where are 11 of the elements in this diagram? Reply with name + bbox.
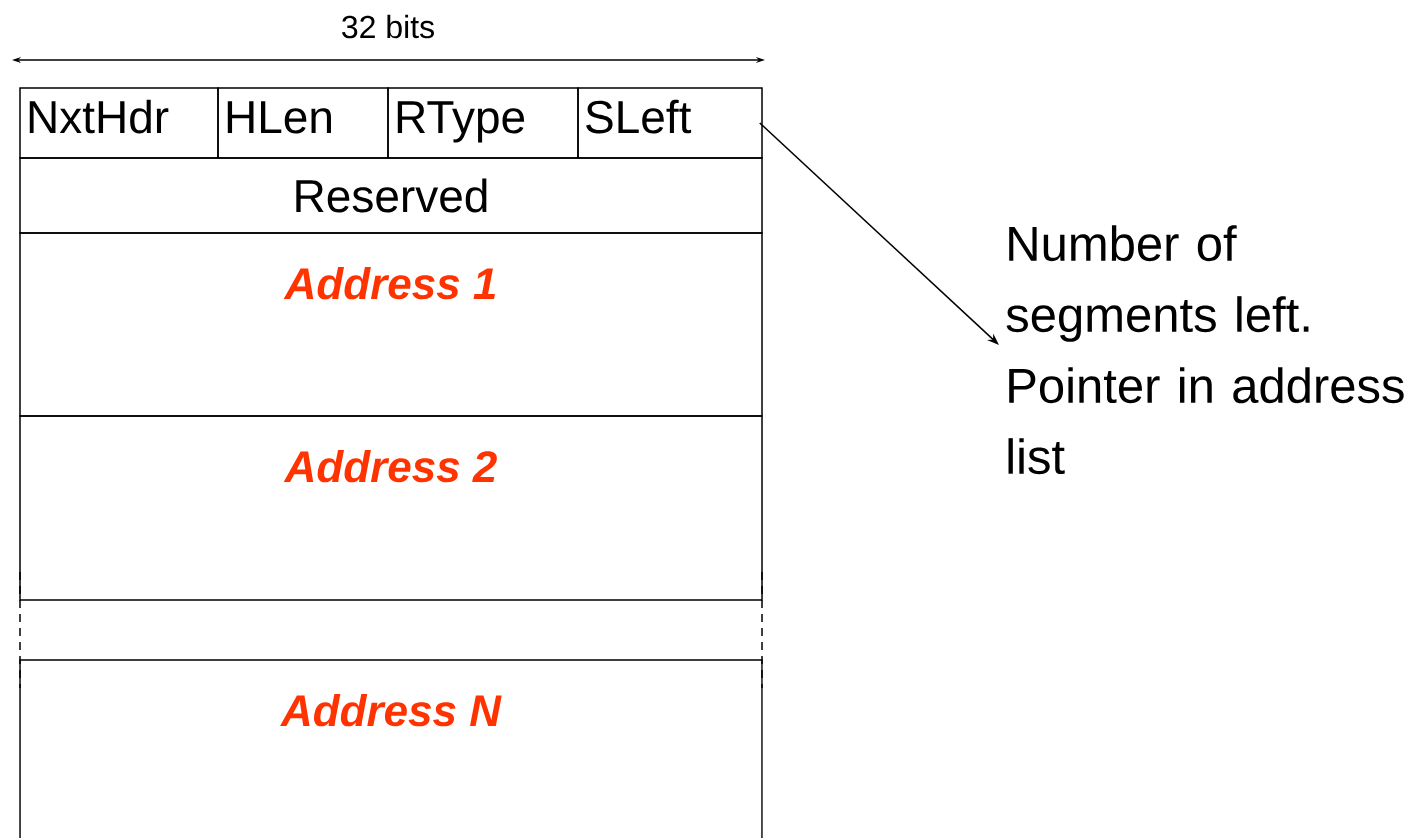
address-field-cell: Address N	[19, 659, 763, 838]
annotation-text: Number of segments left. Pointer in address list	[1006, 225, 1404, 475]
address-field-cell: Address 2	[19, 415, 763, 601]
dimension-label: 32 bits	[342, 14, 434, 39]
header-field-cell: HLen	[217, 87, 389, 159]
address-field-cell: Address 1	[19, 232, 763, 417]
header-field-cell: RType	[387, 87, 579, 159]
header-field-cell: NxtHdr	[19, 87, 219, 159]
header-field-cell: SLeft	[577, 87, 763, 159]
arrow	[759, 122, 999, 345]
reserved-field-cell: Reserved	[19, 157, 763, 234]
